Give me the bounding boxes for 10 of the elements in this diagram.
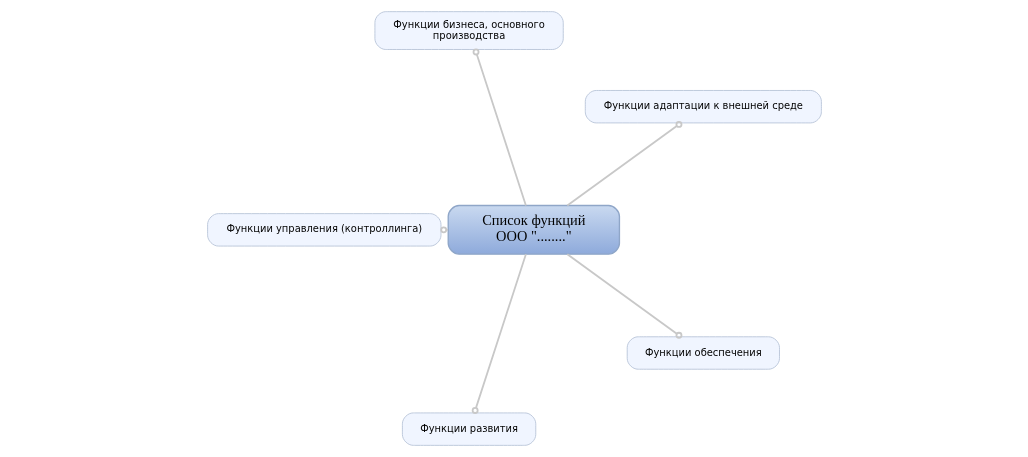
node-box: Список функций ООО "........" — [447, 204, 620, 255]
connector — [565, 120, 682, 207]
connector — [472, 48, 527, 207]
node-box: Функции обеспечения — [626, 336, 780, 370]
connector — [565, 253, 682, 339]
node-box: Функции адаптации к внешней среде — [584, 90, 822, 124]
connector — [471, 253, 527, 414]
node-box: Функции бизнеса, основного производства — [373, 11, 564, 50]
node-box: Функции управления (контроллинга) — [206, 213, 441, 247]
node-box: Функции развития — [401, 412, 536, 446]
